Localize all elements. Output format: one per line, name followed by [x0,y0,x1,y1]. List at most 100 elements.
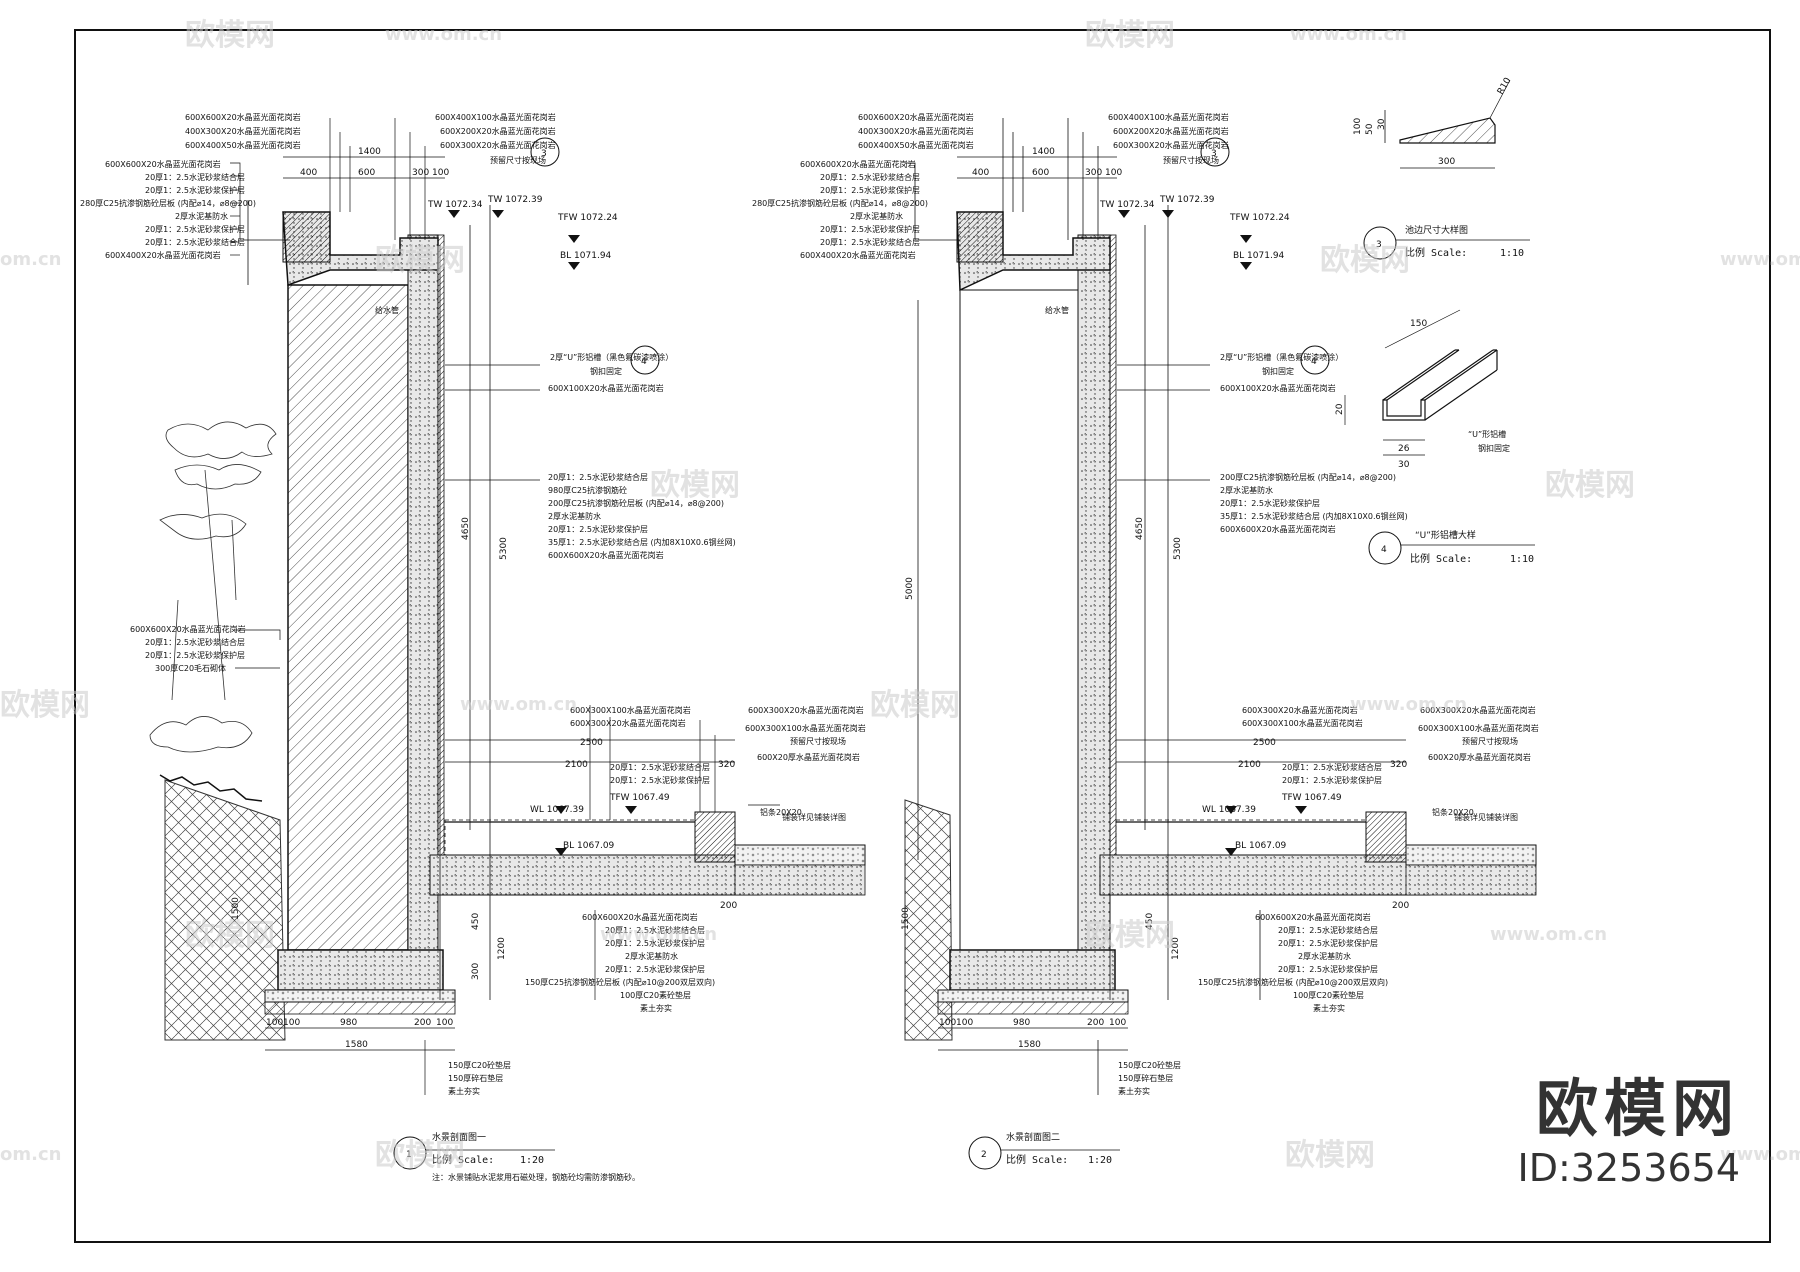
s2-mid-callout-4: 2厚水泥基防水 [1220,485,1273,495]
dim-1500: 1500 [231,897,241,920]
s2-dim-1500: 1500 [901,907,911,930]
title-circle-4 [1368,531,1402,565]
ref-circle-3a [530,137,560,167]
s2-level-tw2: TW 1072.39 [1159,195,1215,205]
watermark-logo: 欧模网 [375,1138,465,1173]
watermark-url: www.om.cn [1350,694,1467,715]
s2-u-callout-1: 2厚“U”形铝槽（黑色氟碳漆喷涂） [1220,352,1343,362]
leftmid-callout-2: 20厚1：2.5水泥砂浆结合层 [145,637,245,647]
watermark-logo: 欧模网 [1320,243,1410,278]
watermark-url: www.om.cn [460,694,577,715]
pool-callout-3: 20厚1：2.5水泥砂浆结合层 [610,762,710,772]
callout-top-2: 400X300X20水晶蓝光面花岗岩 [185,126,301,136]
s2-dim-300: 300 [1085,168,1102,178]
s2-level-bl: BL 1071.94 [1233,251,1285,261]
coping-stone-2 [956,211,1004,263]
stamp-id: ID:3253654 [1517,1146,1740,1190]
callout-left-4: 280厚C25抗渗钢筋砼层板 (内配⌀14，⌀8@200) [80,198,256,208]
s2-level-tw1: TW 1072.34 [1099,200,1155,210]
level-bl: BL 1071.94 [560,251,612,261]
callout-top-3: 600X400X50水晶蓝光面花岗岩 [185,140,301,150]
s2-bottom-callout-3: 20厚1：2.5水泥砂浆保护层 [1278,938,1378,948]
paving-right-2 [1405,844,1537,866]
s2-callout-top-2: 400X300X20水晶蓝光面花岗岩 [858,126,974,136]
d3-scale-label: 比例 Scale: [1405,246,1467,259]
s2-callout-left-3: 20厚1：2.5水泥砂浆保护层 [820,185,920,195]
d4-callout-1: “U”形铝槽 [1468,429,1506,439]
s2-callout-top-3: 600X400X50水晶蓝光面花岗岩 [858,140,974,150]
s2-mid-callout-6: 35厚1：2.5水泥砂浆结合层 (内加8X10X0.6钢丝网) [1220,511,1408,521]
watermark-url: www.om.cn [1290,24,1407,45]
detail-4-drawing [1344,309,1498,456]
s2-found-callout-2: 150厚碎石垫层 [1118,1073,1173,1083]
watermark-logo: 欧模网 [375,243,465,278]
ground-line [159,774,263,802]
bottom-callout-1: 600X600X20水晶蓝光面花岗岩 [582,912,698,922]
watermark-logo: 欧模网 [1085,18,1175,53]
mid-callout-4: 2厚水泥基防水 [548,511,601,521]
paving-right [734,844,866,866]
title-2-num: 2 [981,1150,987,1160]
dim-base-100a: 100 [266,1018,283,1028]
s2-found-callout-3: 素土夯实 [1118,1086,1150,1096]
u-callout-2: 钢扣固定 [590,366,622,376]
watermark-logo: 欧模网 [1545,468,1635,503]
s2-dim-base-100b: 100 [956,1018,973,1028]
title-1: 水景剖面图一 [432,1131,486,1143]
s2-dim-1400: 1400 [1032,147,1055,157]
title-circle-2 [968,1136,1002,1170]
pool-edge [694,811,736,863]
poolright-callout-1: 600X300X20水晶蓝光面花岗岩 [748,705,864,715]
wall-callout: 600X100X20水晶蓝光面花岗岩 [548,383,664,393]
ref-circle-3b [1200,137,1230,167]
d3-scale: 1:10 [1500,248,1524,259]
ref-3-num: 3 [541,149,547,159]
s2-mid-callout-5: 20厚1：2.5水泥砂浆保护层 [1220,498,1320,508]
d4-dim-26: 26 [1398,444,1410,454]
callout-topright-3: 600X300X20水晶蓝光面花岗岩 [440,140,556,150]
dim-450: 450 [471,913,481,930]
wall-inner-2 [959,289,1079,951]
d4-scale: 1:10 [1510,554,1534,565]
dim-base-100c: 100 [436,1018,453,1028]
s2-callout-left-4: 280厚C25抗渗钢筋砼层板 (内配⌀14，⌀8@200) [752,198,928,208]
watermark-logo: 欧模网 [870,688,960,723]
callout-left-8: 600X400X20水晶蓝光面花岗岩 [105,250,221,260]
level-tw2: TW 1072.39 [487,195,543,205]
d3-dim-30: 30 [1377,118,1387,130]
poolright-callout-4: 600X20厚水晶蓝光面花岗岩 [757,752,860,762]
s2-ref-3-num: 3 [1211,149,1217,159]
callout-topright-1: 600X400X100水晶蓝光面花岗岩 [435,112,556,122]
u-channel [1382,399,1426,421]
s2-dim-base-200b: 200 [1392,901,1409,911]
s2-callout-left-6: 20厚1：2.5水泥砂浆保护层 [820,224,920,234]
drain-note: 给水管 [375,305,399,315]
footing-base [264,989,456,1003]
dim-320: 320 [718,760,735,770]
s2-bottom-callout-7: 100厚C20素砼垫层 [1293,990,1364,1000]
d4-num: 4 [1381,545,1387,555]
s2-level-bl-pool: BL 1067.09 [1235,841,1287,851]
callout-left-5: 2厚水泥基防水 [175,211,228,221]
footing-base-2 [937,989,1129,1003]
s2-dim-base-1580: 1580 [1018,1040,1041,1050]
s2-poolright-callout-3: 预留尺寸按现场 [1462,736,1518,746]
dim-5300: 5300 [499,537,509,560]
s2-dim-base-100c: 100 [1109,1018,1126,1028]
watermark-logo: 欧模网 [185,18,275,53]
s2-poolright-callout-4: 600X20厚水晶蓝光面花岗岩 [1428,752,1531,762]
s2-bottom-callout-5: 20厚1：2.5水泥砂浆保护层 [1278,964,1378,974]
s2-dim-base-100a: 100 [939,1018,956,1028]
level-tw1: TW 1072.34 [427,200,483,210]
mid-callout-6: 35厚1：2.5水泥砂浆结合层 (内加8X10X0.6钢丝网) [548,537,736,547]
title-2-scale-label: 比例 Scale: [1006,1153,1068,1166]
callout-topright-2: 600X200X20水晶蓝光面花岗岩 [440,126,556,136]
watermark-logo: 欧模网 [1285,1138,1375,1173]
section-2-drawing [904,118,1537,1095]
ref-4-num: 4 [641,357,647,367]
level-bl-pool: BL 1067.09 [563,841,615,851]
sheet-border [74,29,1771,1243]
s2-dim-base-980: 980 [1013,1018,1030,1028]
dim-4650: 4650 [461,517,471,540]
s2-bottom-callout-4: 2厚水泥基防水 [1298,951,1351,961]
